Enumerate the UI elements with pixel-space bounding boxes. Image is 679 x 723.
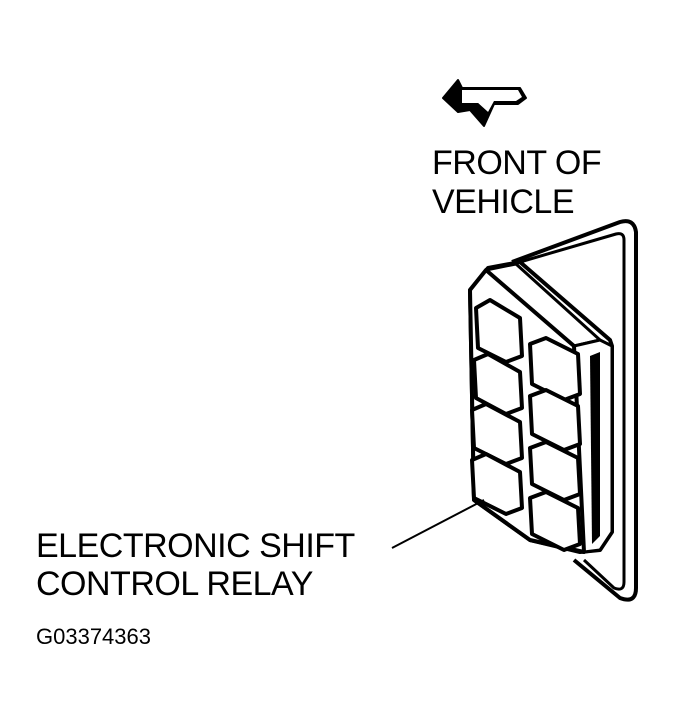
relay-cell xyxy=(528,388,582,452)
arrow-left-icon xyxy=(442,79,527,127)
mounting-bracket xyxy=(511,219,638,602)
relay-cell xyxy=(528,336,582,402)
relay-label-line2: CONTROL RELAY xyxy=(36,565,313,603)
relay-cell xyxy=(474,298,524,364)
front-of-vehicle-label-line1: FRONT OF xyxy=(432,144,602,182)
figure-id: G03374363 xyxy=(36,624,151,649)
front-of-vehicle-label-line2: VEHICLE xyxy=(432,183,575,221)
relay-leader-line xyxy=(391,499,485,549)
relay-cell xyxy=(470,452,524,516)
relay-cell xyxy=(470,402,524,466)
relay-cell xyxy=(472,352,524,416)
relay-cell xyxy=(528,490,582,552)
relay-cell xyxy=(528,440,582,502)
relay-cells xyxy=(470,298,582,552)
relay-label-line1: ELECTRONIC SHIFT xyxy=(36,527,355,565)
